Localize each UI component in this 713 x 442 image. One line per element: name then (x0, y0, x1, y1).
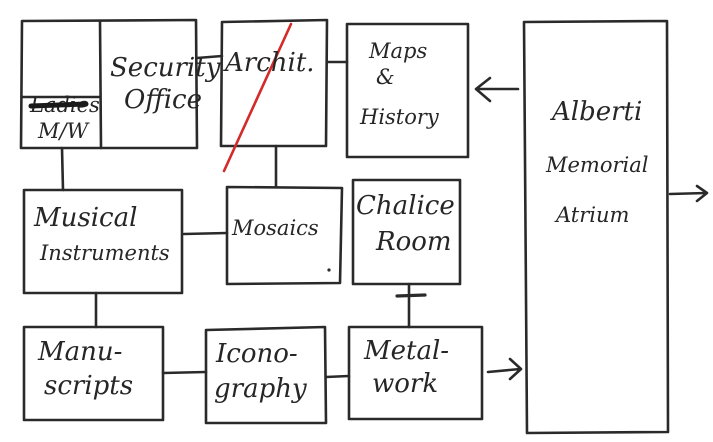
alberti-atrium-box (522, 19, 670, 435)
maps-history-label-3: History (359, 105, 440, 129)
alberti-label-1: Alberti (550, 97, 642, 127)
restroom-divider (20, 19, 103, 150)
mosaics-label: Mosaics (231, 216, 319, 240)
iconography-label-1: Icono- (215, 339, 298, 369)
manuscripts-box (22, 325, 165, 422)
ink-dot (327, 268, 331, 272)
connector-restroom-instruments (60, 146, 65, 192)
chalice-door-tick (395, 293, 427, 298)
musical-instruments-label-2: Instruments (39, 241, 170, 265)
iconography-label-2: graphy (214, 374, 307, 404)
connector-iconography-metalwork (324, 374, 351, 379)
musical-instruments-label-1: Musical (33, 203, 137, 233)
connector-security-architecture (195, 54, 224, 60)
metalwork-label-1: Metal- (363, 336, 449, 366)
architecture-box (219, 18, 329, 148)
maps-history-label-2: & (376, 65, 395, 89)
connector-instruments-mosaics (182, 231, 229, 236)
mosaics-box (225, 185, 344, 286)
security-office-label-2: Office (124, 85, 202, 115)
alberti-label-2: Memorial (545, 153, 648, 177)
iconography-box (204, 325, 328, 425)
security-office-box (19, 18, 199, 150)
connector-manuscripts-iconography (161, 370, 208, 375)
architecture-label: Archit. (223, 48, 315, 78)
architecture-red-strike (222, 22, 293, 173)
musical-instruments-box (22, 188, 184, 295)
security-office-label-1: Security (110, 53, 221, 83)
chalice-room-box (351, 178, 462, 286)
maps-history-label-1: Maps (368, 39, 427, 63)
arrow-into-maps-history (474, 76, 520, 103)
chalice-room-label-2: Room (375, 227, 452, 257)
restroom-crossout (28, 101, 89, 109)
chalice-room-label-1: Chalice (356, 191, 455, 221)
manuscripts-label-2: scripts (44, 371, 133, 401)
arrow-metalwork-to-atrium (486, 357, 523, 381)
manuscripts-label-1: Manu- (37, 337, 122, 367)
metalwork-box (347, 325, 484, 421)
maps-history-box (345, 22, 470, 159)
metalwork-label-2: work (372, 369, 438, 399)
alberti-label-3: Atrium (554, 203, 629, 227)
arrow-exit-atrium (668, 184, 709, 203)
restroom-label: M/W (37, 119, 91, 143)
